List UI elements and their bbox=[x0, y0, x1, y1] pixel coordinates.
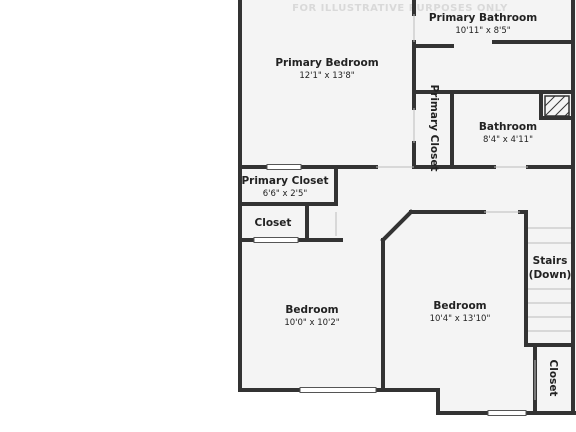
room-dims-bedroom-right: 10'4" x 13'10" bbox=[430, 314, 491, 324]
room-name-primary-closet-vertical: Primary Closet bbox=[428, 84, 440, 171]
stairs-label: Stairs bbox=[533, 255, 568, 267]
vent-icon bbox=[544, 95, 570, 117]
room-dims-bathroom: 8'4" x 4'11" bbox=[483, 135, 533, 145]
stairs-label-background bbox=[529, 252, 571, 284]
room-name-primary-bathroom: Primary Bathroom bbox=[429, 12, 537, 24]
floor-area bbox=[240, 0, 576, 414]
room-dims-bedroom-left: 10'0" x 10'2" bbox=[284, 318, 339, 328]
room-name-primary-bedroom: Primary Bedroom bbox=[275, 57, 378, 69]
room-name-closet-right: Closet bbox=[547, 360, 559, 397]
room-name-bathroom: Bathroom bbox=[479, 121, 537, 133]
room-name-bedroom-right: Bedroom bbox=[433, 300, 486, 312]
room-dims-primary-bedroom: 12'1" x 13'8" bbox=[299, 71, 354, 81]
watermark-text: FOR ILLUSTRATIVE PURPOSES ONLY bbox=[292, 3, 508, 14]
walls bbox=[238, 0, 576, 415]
room-name-primary-closet: Primary Closet bbox=[241, 175, 328, 187]
room-dims-primary-bathroom: 10'11" x 8'5" bbox=[455, 26, 510, 36]
room-dims-primary-closet: 6'6" x 2'5" bbox=[263, 189, 308, 199]
stair-treads bbox=[528, 227, 571, 332]
stairs-direction: (Down) bbox=[529, 269, 572, 281]
windows bbox=[253, 164, 527, 416]
door-openings bbox=[335, 14, 536, 400]
room-name-bedroom-left: Bedroom bbox=[285, 304, 338, 316]
room-name-closet-left: Closet bbox=[255, 217, 292, 229]
